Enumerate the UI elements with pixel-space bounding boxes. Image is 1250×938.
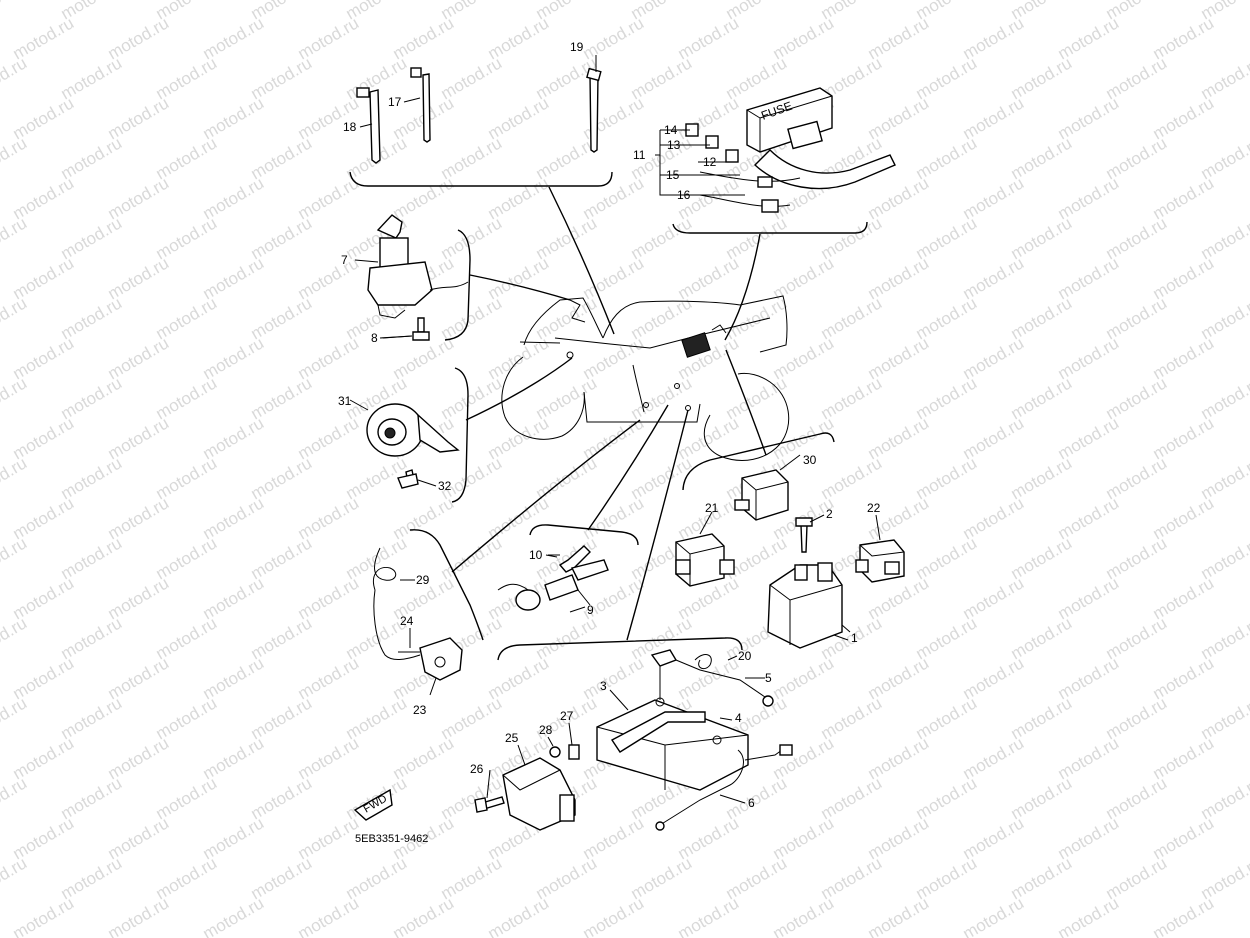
callout-17: 17 <box>388 95 402 109</box>
callout-13: 13 <box>667 138 681 152</box>
callout-3: 3 <box>600 679 607 693</box>
callout-10: 10 <box>529 548 543 562</box>
callout-26: 26 <box>470 762 484 776</box>
callout-21: 21 <box>705 501 719 515</box>
callout-5: 5 <box>765 671 772 685</box>
callout-31: 31 <box>338 394 352 408</box>
callout-22: 22 <box>867 501 881 515</box>
relay-group <box>675 454 905 649</box>
callout-23: 23 <box>413 703 427 717</box>
callout-30: 30 <box>803 453 817 467</box>
rectifier-group <box>474 744 580 831</box>
callout-8: 8 <box>371 331 378 345</box>
callout-12: 12 <box>703 155 717 169</box>
watermark-text: motod.ru <box>0 533 30 583</box>
callout-32: 32 <box>438 479 452 493</box>
callout-15: 15 <box>666 168 680 182</box>
horn-group <box>349 399 460 489</box>
fuse-box-group: FUSE <box>655 87 896 213</box>
watermark-text: motod.ru <box>0 213 30 263</box>
watermark-text: motod.ru <box>200 893 268 938</box>
watermark-text: motod.ru <box>0 293 30 343</box>
callout-9: 9 <box>587 603 594 617</box>
sensor-group <box>497 545 609 611</box>
watermark-text: motod.ru <box>0 693 30 743</box>
callout-16: 16 <box>677 188 691 202</box>
callout-numbers: 1 2 3 4 5 6 7 8 9 10 11 12 13 14 15 16 1… <box>338 40 881 810</box>
watermark-text: motod.ru <box>0 453 30 503</box>
watermark-text: motod.ru <box>0 133 30 183</box>
callout-14: 14 <box>664 123 678 137</box>
callout-1: 1 <box>851 631 858 645</box>
sidestand-switch-group <box>373 547 463 681</box>
callout-25: 25 <box>505 731 519 745</box>
callout-20: 20 <box>738 649 752 663</box>
watermark-text: motod.ru <box>960 893 1028 938</box>
callout-leaders <box>359 55 849 804</box>
diagram-code: 5EB3351-9462 <box>355 833 428 845</box>
watermark-text: motod.ru <box>0 373 30 423</box>
callout-24: 24 <box>400 614 414 628</box>
callout-2: 2 <box>826 507 833 521</box>
watermark-text: motod.ru <box>485 893 553 938</box>
watermark-text: motod.ru <box>0 0 30 23</box>
watermark-text: motod.ru <box>10 893 78 938</box>
watermark-text: motod.ru <box>1055 893 1123 938</box>
callout-11: 11 <box>633 148 646 162</box>
watermark-text: motod.ru <box>0 773 30 823</box>
callout-29: 29 <box>416 573 430 587</box>
cable-bands <box>356 67 602 164</box>
watermark-text: motod.ru <box>105 893 173 938</box>
bracket-lines <box>349 171 868 661</box>
callout-18: 18 <box>343 120 357 134</box>
watermark-text: motod.ru <box>390 893 458 938</box>
callout-4: 4 <box>735 711 742 725</box>
watermark-text: motod.ru <box>580 893 648 938</box>
watermark-text: motod.ru <box>0 53 30 103</box>
watermark-text: motod.ru <box>1150 893 1218 938</box>
watermark-text: motod.ru <box>295 893 363 938</box>
callout-6: 6 <box>748 796 755 810</box>
watermark-text: motod.ru <box>0 853 30 903</box>
callout-19: 19 <box>570 40 584 54</box>
watermark-text: motod.ru <box>770 893 838 938</box>
callout-28: 28 <box>539 723 553 737</box>
watermark-text: motod.ru <box>0 613 30 663</box>
callout-27: 27 <box>560 709 574 723</box>
watermark-text: motod.ru <box>675 893 743 938</box>
battery-group <box>596 649 793 831</box>
watermark-text: motod.ru <box>865 893 933 938</box>
main-switch-group <box>354 214 469 341</box>
group-leader-lines <box>451 186 767 641</box>
motorcycle-outline <box>501 295 790 461</box>
callout-7: 7 <box>341 253 348 267</box>
